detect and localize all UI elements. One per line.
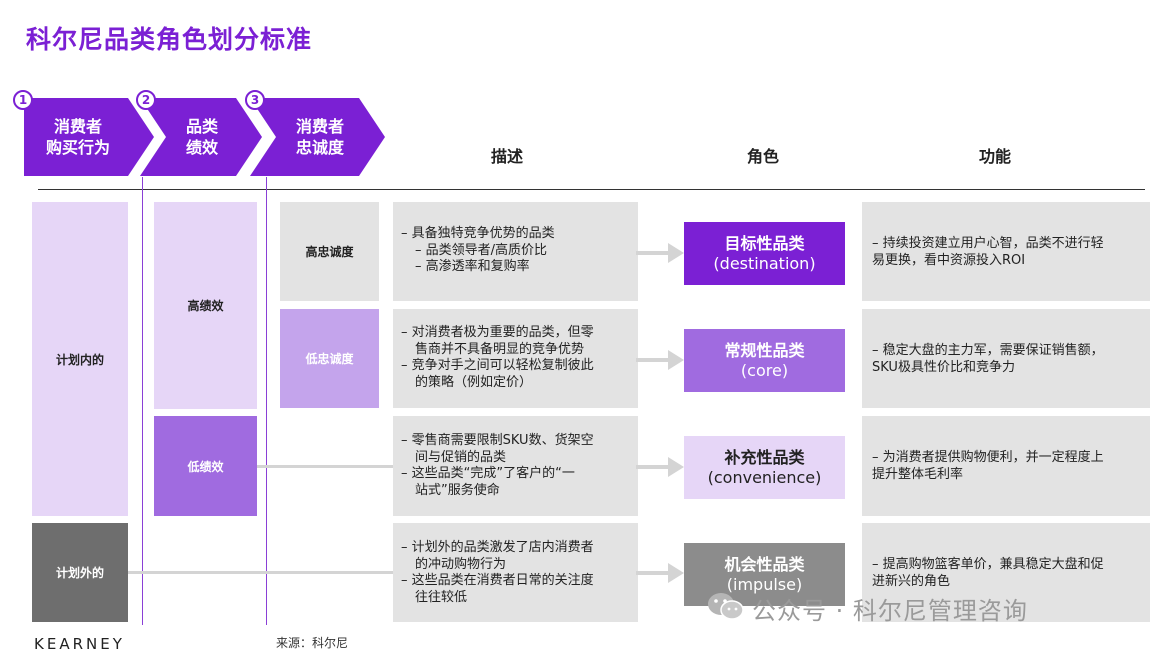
step-label: 品类 绩效 — [185, 117, 218, 157]
header-role: 角色 — [747, 147, 780, 166]
role-name-en: (destination) — [713, 253, 816, 273]
behavior-unplanned: 计划外的 — [32, 523, 128, 622]
step-number-badge: 1 — [13, 90, 33, 110]
header-description: 描述 — [491, 147, 524, 166]
source-note: 来源：科尔尼 — [276, 636, 349, 650]
chevron-shape — [140, 98, 262, 176]
step-number-badge: 2 — [136, 90, 156, 110]
column-separator — [266, 177, 267, 625]
description-line: – 这些品类“完成”了客户的“一 — [401, 466, 575, 481]
arrow-right-icon — [636, 350, 684, 370]
performance-low: 低绩效 — [154, 416, 257, 516]
description-line: – 这些品类在消费者日常的关注度 — [401, 573, 594, 588]
loyalty-high: 高忠诚度 — [280, 202, 379, 301]
description-line: – 对消费者极为重要的品类，但零 — [401, 325, 594, 340]
function-box-core: – 稳定大盘的主力军，需要保证销售额， SKU极具性价比和竞争力 — [862, 309, 1150, 408]
role-name-en: (core) — [740, 360, 789, 380]
chevron-shape — [250, 98, 385, 176]
role-impulse: 机会性品类 (impulse) — [684, 543, 845, 606]
header-function: 功能 — [979, 147, 1012, 166]
function-text: – 持续投资建立用户心智，品类不进行轻 易更换，看中资源投入ROI — [872, 235, 1104, 268]
role-name-cn: 补充性品类 — [724, 447, 805, 467]
performance-high: 高绩效 — [154, 202, 257, 409]
description-box-impulse: – 计划外的品类激发了店内消费者 的冲动购物行为 – 这些品类在消费者日常的关注… — [393, 523, 638, 622]
arrow-right-icon — [636, 457, 684, 477]
description-box-core: – 对消费者极为重要的品类，但零 售商并不具备明显的竞争优势 – 竞争对手之间可… — [393, 309, 638, 408]
description-line: – 具备独特竞争优势的品类 — [401, 226, 555, 241]
function-text: – 为消费者提供购物便利，并一定程度上 提升整体毛利率 — [872, 450, 1104, 482]
description-line: – 计划外的品类激发了店内消费者 — [401, 540, 594, 555]
loyalty-low: 低忠诚度 — [280, 309, 379, 408]
description-line: – 竞争对手之间可以轻松复制彼此 — [401, 358, 594, 373]
step-number-badge: 3 — [245, 90, 265, 110]
arrow-right-icon — [636, 243, 684, 263]
description-line: – 高渗透率和复购率 — [415, 259, 530, 274]
step-chevron-purchase-behavior: 消费者 购买行为 — [24, 98, 154, 176]
description-line: 往往较低 — [415, 589, 468, 605]
description-line: – 品类领导者/高质价比 — [415, 242, 548, 258]
step-chevron-consumer-loyalty: 消费者 忠诚度 — [250, 98, 385, 176]
role-convenience: 补充性品类 (convenience) — [684, 436, 845, 499]
page-title: 科尔尼品类角色划分标准 — [26, 25, 313, 54]
description-line: 间与促销的品类 — [415, 449, 507, 465]
role-name-en: (convenience) — [707, 467, 822, 487]
role-name-en: (impulse) — [726, 574, 803, 594]
description-line: 的冲动购物行为 — [415, 556, 507, 572]
wechat-icon — [705, 590, 745, 622]
description-box-convenience: – 零售商需要限制SKU数、货架空 间与促销的品类 – 这些品类“完成”了客户的… — [393, 416, 638, 516]
connector-line — [127, 571, 396, 574]
role-core: 常规性品类 (core) — [684, 329, 845, 392]
role-name-cn: 常规性品类 — [724, 340, 805, 360]
role-name-cn: 机会性品类 — [724, 554, 805, 574]
step-label: 消费者 购买行为 — [45, 117, 110, 157]
kearney-logo: KEARNEY — [34, 635, 125, 653]
function-box-impulse: – 提高购物篮客单价，兼具稳定大盘和促 进新兴的角色 — [862, 523, 1150, 622]
description-box-destination: – 具备独特竞争优势的品类 – 品类领导者/高质价比 – 高渗透率和复购率 — [393, 202, 638, 301]
watermark-text: 公众号 · 科尔尼管理咨询 — [752, 597, 1028, 625]
column-separator — [142, 177, 143, 625]
function-box-convenience: – 为消费者提供购物便利，并一定程度上 提升整体毛利率 — [862, 416, 1150, 516]
role-destination: 目标性品类 (destination) — [684, 222, 845, 285]
function-box-destination: – 持续投资建立用户心智，品类不进行轻 易更换，看中资源投入ROI — [862, 202, 1150, 301]
header-divider — [38, 189, 1145, 190]
description-line: 的策略（例如定价） — [415, 374, 533, 390]
connector-line — [256, 465, 396, 468]
description-line: – 零售商需要限制SKU数、货架空 — [401, 433, 594, 448]
step-label: 消费者 忠诚度 — [295, 117, 344, 157]
role-name-cn: 目标性品类 — [724, 233, 805, 253]
function-text: – 提高购物篮客单价，兼具稳定大盘和促 进新兴的角色 — [872, 556, 1104, 589]
function-text: – 稳定大盘的主力军，需要保证销售额， SKU极具性价比和竞争力 — [872, 342, 1104, 375]
description-line: 售商并不具备明显的竞争优势 — [415, 341, 585, 357]
step-chevron-category-performance: 品类 绩效 — [140, 98, 262, 176]
description-line: 站式”服务使命 — [415, 482, 500, 498]
arrow-right-icon — [636, 563, 684, 583]
behavior-planned: 计划内的 — [32, 202, 128, 516]
chevron-shape — [24, 98, 154, 176]
